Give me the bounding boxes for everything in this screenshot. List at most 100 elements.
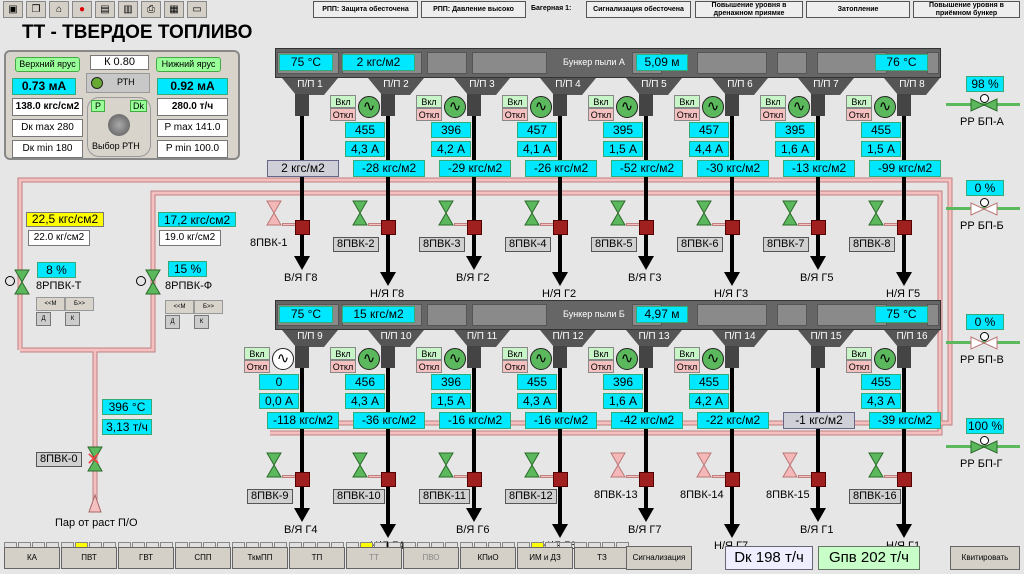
feeder-16-off-button[interactable]: Откл: [846, 360, 872, 373]
feeder-16-on-button[interactable]: Вкл: [846, 347, 872, 360]
feeder-14-valve-button[interactable]: 8ПВК-14: [680, 489, 724, 501]
windows-icon[interactable]: ❐: [26, 1, 46, 18]
feeder-8-motor-icon[interactable]: ∿: [874, 96, 896, 118]
valve-7-icon[interactable]: [781, 199, 799, 227]
feeder-3-valve-button[interactable]: 8ПВК-3: [419, 237, 465, 252]
home-icon[interactable]: ⌂: [49, 1, 69, 18]
window-icon[interactable]: ▭: [187, 1, 207, 18]
regulator-2-valve-icon[interactable]: [969, 334, 999, 352]
f-more-button[interactable]: Б>>: [194, 300, 223, 314]
feeder-9-valve-button[interactable]: 8ПВК-9: [247, 489, 293, 504]
stop-icon[interactable]: ●: [72, 1, 92, 18]
feeder-7-valve-button[interactable]: 8ПВК-7: [763, 237, 809, 252]
rtn-button[interactable]: РТН: [86, 73, 150, 93]
valve-8pvk-0-icon[interactable]: [86, 445, 104, 473]
signal-button[interactable]: Сигнализация: [626, 546, 692, 570]
feeder-8-on-button[interactable]: Вкл: [846, 95, 872, 108]
valve-12-icon[interactable]: [523, 451, 541, 479]
feeder-10-motor-icon[interactable]: ∿: [358, 348, 380, 370]
t-less-button[interactable]: <<M: [36, 297, 65, 311]
t-setpoint[interactable]: 22.0 кг/см2: [28, 230, 90, 246]
valve-8rpvk-f-icon[interactable]: [144, 268, 162, 296]
k-value[interactable]: К 0.80: [90, 55, 149, 70]
feeder-8-off-button[interactable]: Откл: [846, 108, 872, 121]
pvk-0-button[interactable]: 8ПВК-0: [36, 452, 82, 467]
f-less-button[interactable]: <<M: [165, 300, 194, 314]
feeder-2-valve-button[interactable]: 8ПВК-2: [333, 237, 379, 252]
valve-9-icon[interactable]: [265, 451, 283, 479]
feeder-9-off-button[interactable]: Откл: [244, 360, 270, 373]
p-mode-button[interactable]: P: [91, 100, 105, 112]
t-more-button[interactable]: Б>>: [65, 297, 94, 311]
feeder-10-on-button[interactable]: Вкл: [330, 347, 356, 360]
feeder-13-on-button[interactable]: Вкл: [588, 347, 614, 360]
t-local-button[interactable]: К: [65, 312, 80, 326]
feeder-11-valve-button[interactable]: 8ПВК-11: [419, 489, 470, 504]
f-remote-button[interactable]: Д: [165, 315, 180, 329]
dk-max[interactable]: Dк max 280: [12, 119, 83, 137]
feeder-5-on-button[interactable]: Вкл: [588, 95, 614, 108]
alarm-flooding[interactable]: Затопление: [806, 1, 910, 18]
p-min[interactable]: P min 100.0: [157, 140, 228, 158]
valve-6-icon[interactable]: [695, 199, 713, 227]
selector-knob-icon[interactable]: [108, 114, 130, 136]
feeder-6-valve-button[interactable]: 8ПВК-6: [677, 237, 723, 252]
alarm-rpp-protection[interactable]: РПП: Защита обесточена: [313, 1, 418, 18]
feeder-2-on-button[interactable]: Вкл: [330, 95, 356, 108]
feeder-3-motor-icon[interactable]: ∿: [444, 96, 466, 118]
feeder-13-motor-icon[interactable]: ∿: [616, 348, 638, 370]
acknowledge-button[interactable]: Квитировать: [950, 546, 1020, 570]
feeder-12-motor-icon[interactable]: ∿: [530, 348, 552, 370]
valve-4-icon[interactable]: [523, 199, 541, 227]
valve-11-icon[interactable]: [437, 451, 455, 479]
feeder-6-on-button[interactable]: Вкл: [674, 95, 700, 108]
feeder-16-motor-icon[interactable]: ∿: [874, 348, 896, 370]
valve-10-icon[interactable]: [351, 451, 369, 479]
valve-5-icon[interactable]: [609, 199, 627, 227]
feeder-5-motor-icon[interactable]: ∿: [616, 96, 638, 118]
nav-tab-6[interactable]: ТТ: [346, 547, 402, 569]
valve-15-icon[interactable]: [781, 451, 799, 479]
nav-tab-10[interactable]: ТЗ: [574, 547, 630, 569]
feeder-3-off-button[interactable]: Откл: [416, 108, 442, 121]
p-max[interactable]: P max 141.0: [157, 119, 228, 137]
print-icon[interactable]: ⎙: [141, 1, 161, 18]
regulator-1-valve-icon[interactable]: [969, 200, 999, 218]
valve-8rpvk-t-icon[interactable]: [13, 268, 31, 296]
nav-tab-0[interactable]: КА: [4, 547, 60, 569]
regulator-3-valve-icon[interactable]: [969, 438, 999, 456]
nav-tab-9[interactable]: ИМ и ДЗ: [517, 547, 573, 569]
dk-mode-button[interactable]: Dk: [130, 100, 147, 112]
feeder-5-off-button[interactable]: Откл: [588, 108, 614, 121]
feeder-6-motor-icon[interactable]: ∿: [702, 96, 724, 118]
feeder-4-on-button[interactable]: Вкл: [502, 95, 528, 108]
feeder-13-off-button[interactable]: Откл: [588, 360, 614, 373]
valve-2-icon[interactable]: [351, 199, 369, 227]
valve-13-icon[interactable]: [609, 451, 627, 479]
f-local-button[interactable]: К: [194, 315, 209, 329]
f-setpoint[interactable]: 19.0 кг/см2: [159, 230, 221, 246]
alarm-drain-level[interactable]: Повышение уровня в дренажном приямке: [695, 1, 803, 18]
valve-16-icon[interactable]: [867, 451, 885, 479]
feeder-14-motor-icon[interactable]: ∿: [702, 348, 724, 370]
feeder-15-valve-button[interactable]: 8ПВК-15: [766, 489, 810, 501]
feeder-4-motor-icon[interactable]: ∿: [530, 96, 552, 118]
feeder-9-motor-icon[interactable]: ∿: [272, 348, 294, 370]
feeder-13-valve-button[interactable]: 8ПВК-13: [594, 489, 638, 501]
feeder-10-off-button[interactable]: Откл: [330, 360, 356, 373]
feeder-9-on-button[interactable]: Вкл: [244, 347, 270, 360]
valve-3-icon[interactable]: [437, 199, 455, 227]
feeder-2-off-button[interactable]: Откл: [330, 108, 356, 121]
panel-icon[interactable]: ▤: [95, 1, 115, 18]
feeder-4-valve-button[interactable]: 8ПВК-4: [505, 237, 551, 252]
feeder-5-valve-button[interactable]: 8ПВК-5: [591, 237, 637, 252]
valve-8-icon[interactable]: [867, 199, 885, 227]
feeder-7-off-button[interactable]: Откл: [760, 108, 786, 121]
nav-tab-5[interactable]: ТП: [289, 547, 345, 569]
display-icon[interactable]: ▥: [118, 1, 138, 18]
feeder-12-off-button[interactable]: Откл: [502, 360, 528, 373]
alarm-rpp-pressure[interactable]: РПП: Давление высоко: [421, 1, 526, 18]
feeder-6-off-button[interactable]: Откл: [674, 108, 700, 121]
feeder-12-on-button[interactable]: Вкл: [502, 347, 528, 360]
feeder-14-off-button[interactable]: Откл: [674, 360, 700, 373]
